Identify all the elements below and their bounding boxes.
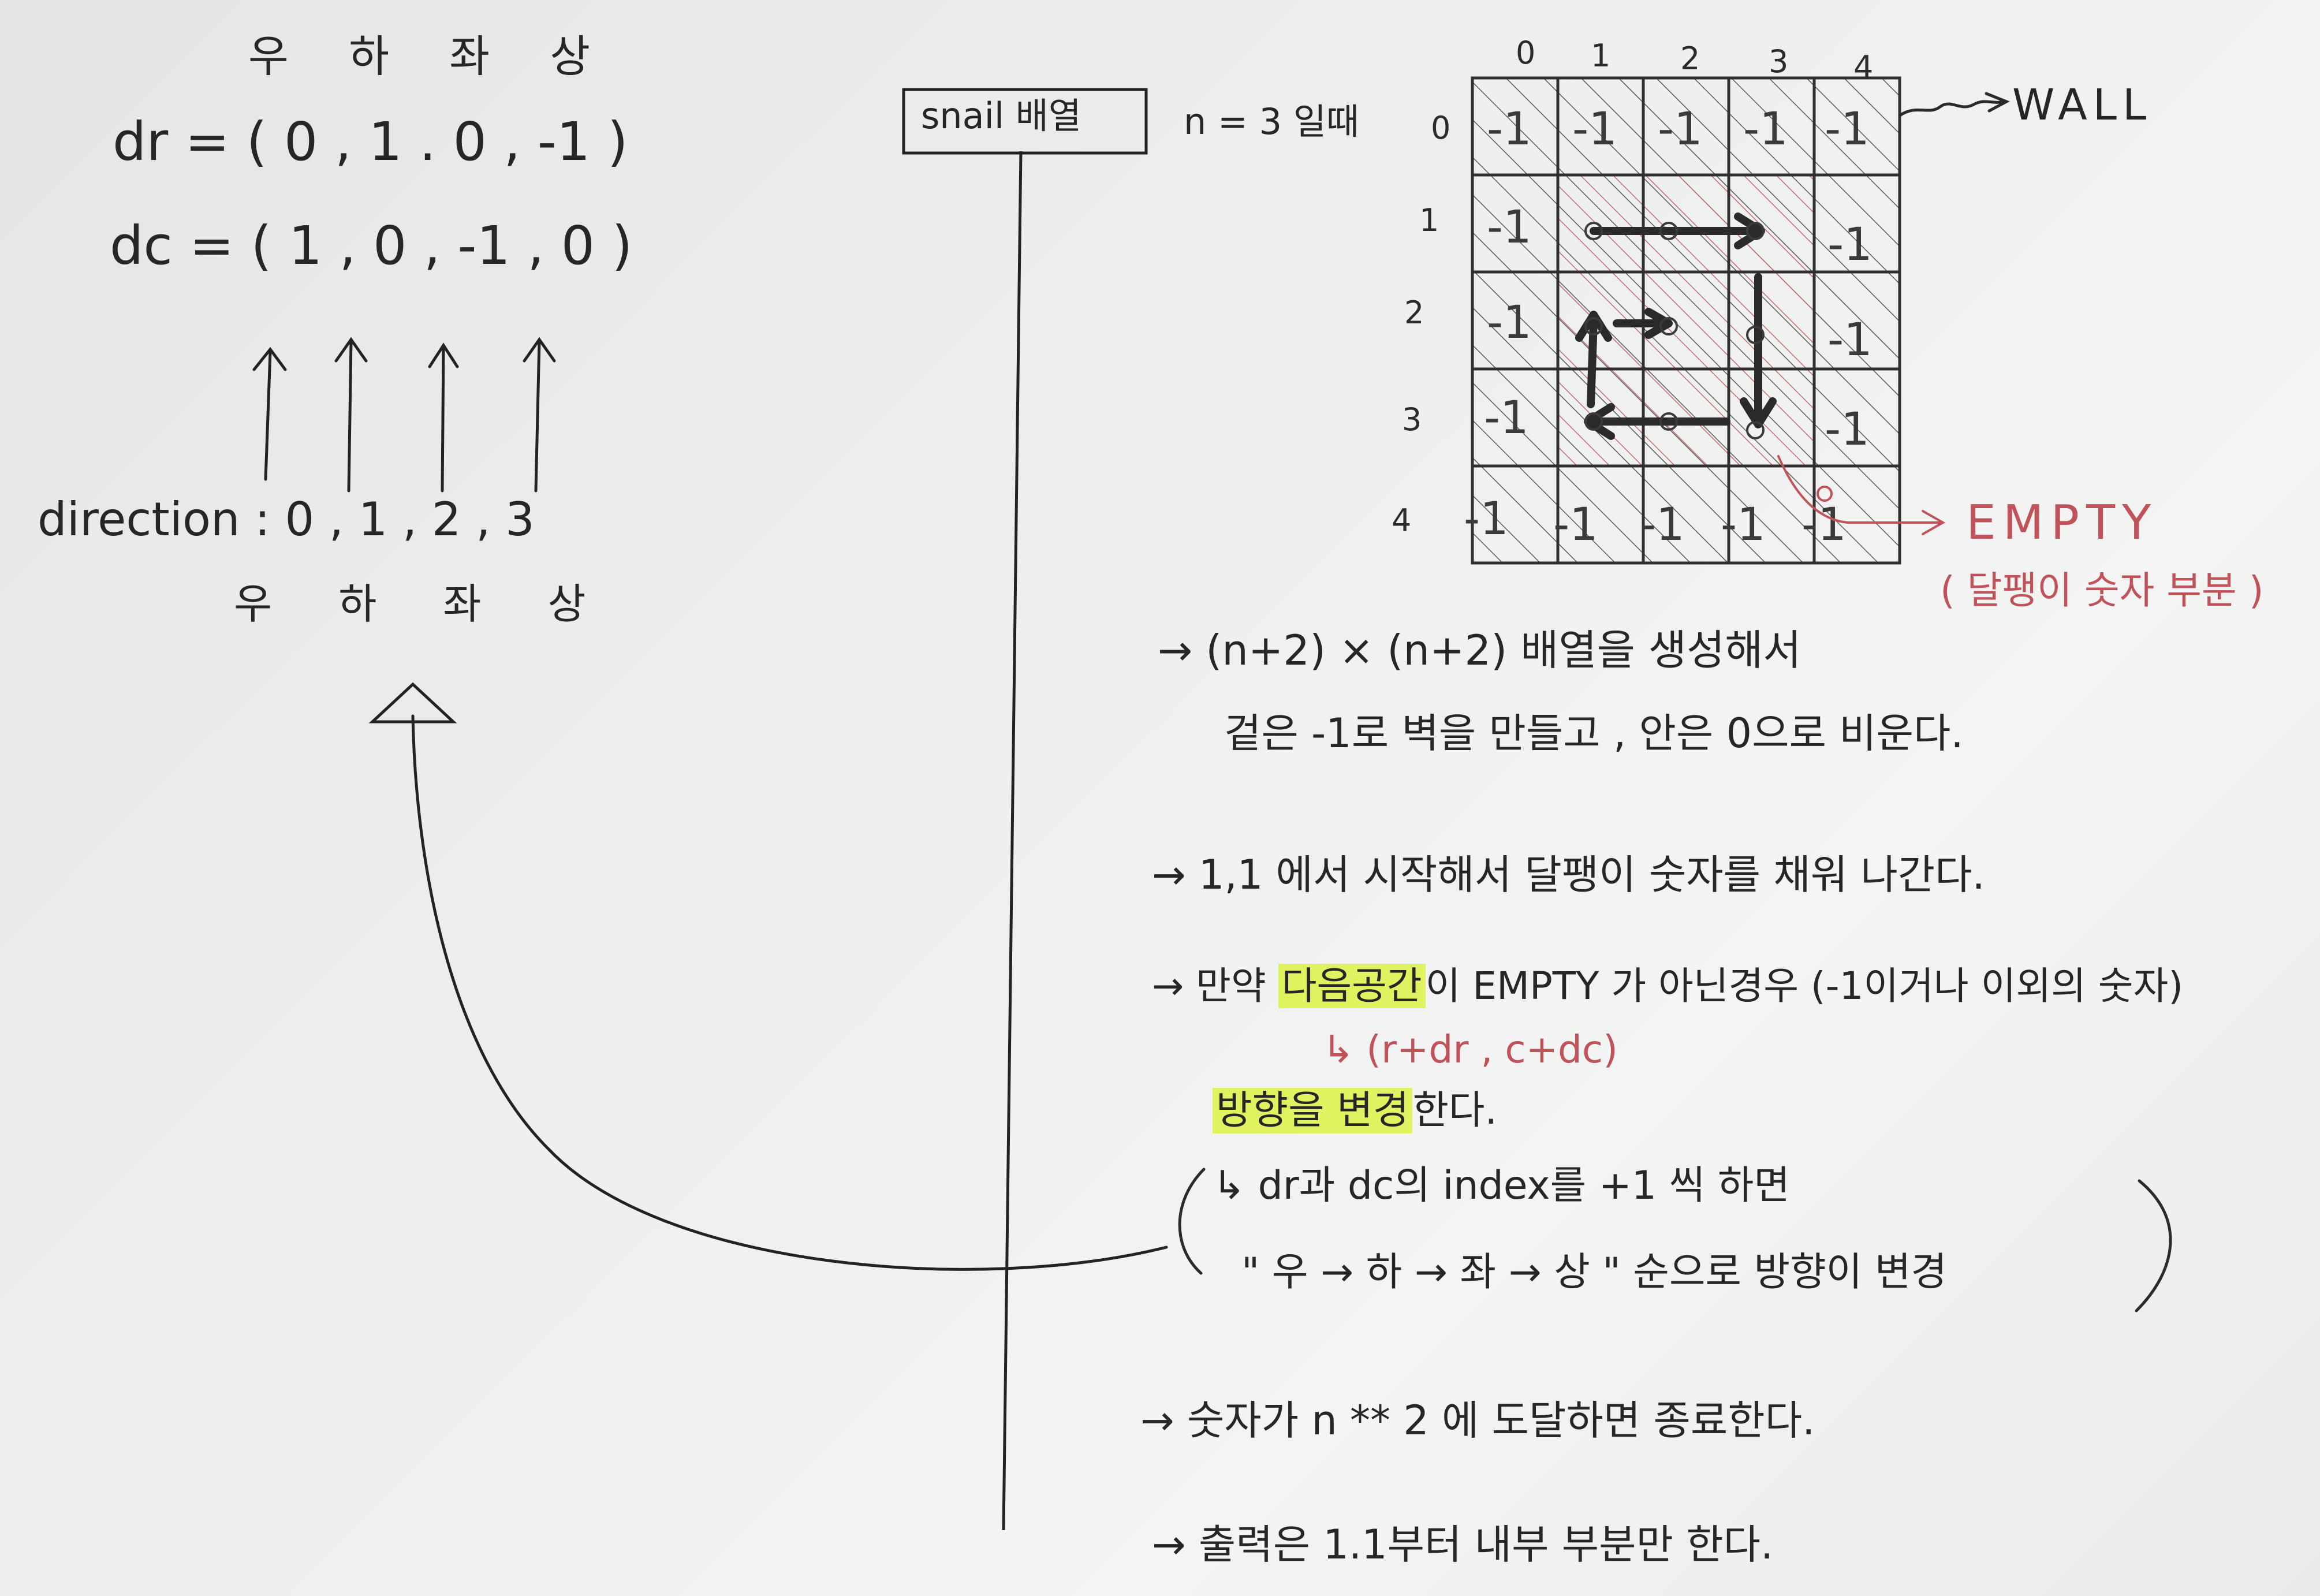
svg-text:2: 2 bbox=[1680, 40, 1700, 77]
note-index-increment: ↳ dr과 dc의 index를 +1 씩 하면 bbox=[1213, 1163, 1790, 1209]
svg-text:1: 1 bbox=[1591, 38, 1610, 74]
svg-text:0: 0 bbox=[1516, 35, 1535, 71]
note-direction-order: " 우 → 하 → 좌 → 상 " 순으로 방향이 변경 bbox=[1241, 1250, 1947, 1295]
svg-text:4: 4 bbox=[1392, 502, 1411, 539]
note-condition-prefix: → 만약 bbox=[1152, 964, 1266, 1008]
note-wall-fill: 겉은 -1로 벽을 만들고 , 안은 0으로 비운다. bbox=[1224, 710, 1964, 757]
svg-text:2: 2 bbox=[1404, 294, 1424, 331]
highlight-change-direction: 방향을 변경 bbox=[1213, 1088, 1413, 1133]
svg-text:-1: -1 bbox=[1721, 499, 1766, 551]
snail-grid: -1 -1 -1 -1 -1 -1 -1 -1 -1 -1 -1 -1 -1 -1 -1 -1 0 1 2… bbox=[1392, 35, 1901, 565]
note-change-direction: 방향을 변경한다. bbox=[1213, 1088, 1498, 1133]
svg-text:-1: -1 bbox=[1827, 219, 1873, 271]
dr-array: dr = ( 0 , 1 . 0 , -1 ) bbox=[113, 111, 628, 173]
direction-list: direction : 0 , 1 , 2 , 3 bbox=[38, 493, 535, 546]
svg-text:-1: -1 bbox=[1743, 103, 1788, 155]
note-condition: → 만약 다음공간이 EMPTY 가 아닌경우 (-1이거나 이외의 숫자) bbox=[1152, 964, 2183, 1008]
svg-text:-1: -1 bbox=[1553, 499, 1598, 551]
svg-text:-1: -1 bbox=[1572, 103, 1617, 155]
note-start: → 1,1 에서 시작해서 달팽이 숫자를 채워 나간다. bbox=[1152, 851, 1985, 898]
svg-text:-1: -1 bbox=[1487, 202, 1532, 253]
svg-text:-1: -1 bbox=[1825, 103, 1870, 155]
svg-text:1: 1 bbox=[1419, 202, 1439, 238]
curved-arrow bbox=[368, 682, 1168, 1271]
svg-text:-1: -1 bbox=[1464, 493, 1509, 545]
direction-arrows bbox=[252, 337, 556, 493]
svg-text:4: 4 bbox=[1853, 49, 1873, 85]
divider bbox=[902, 88, 1148, 1531]
note-next-coords: ↳ (r+dr , c+dc) bbox=[1322, 1027, 1618, 1072]
dc-array: dc = ( 1 , 0 , -1 , 0 ) bbox=[110, 215, 633, 277]
empty-label: EMPTY bbox=[1966, 495, 2158, 550]
note-brackets bbox=[1178, 1168, 2172, 1312]
note-termination: → 숫자가 n ** 2 에 도달하면 종료한다. bbox=[1140, 1397, 1815, 1444]
empty-note: ( 달팽이 숫자 부분 ) bbox=[1940, 568, 2264, 613]
svg-text:-1: -1 bbox=[1825, 404, 1870, 456]
svg-text:-1: -1 bbox=[1827, 314, 1873, 366]
top-direction-labels: 우 하 좌 상 bbox=[248, 31, 614, 82]
bottom-direction-labels: 우 하 좌 상 bbox=[234, 580, 613, 628]
highlight-next-space: 다음공간 bbox=[1278, 964, 1426, 1008]
svg-text:-1: -1 bbox=[1484, 392, 1529, 444]
wall-pointer bbox=[1898, 92, 2010, 117]
svg-text:-1: -1 bbox=[1487, 103, 1532, 155]
wall-label: WALL bbox=[2012, 80, 2153, 130]
empty-pointer bbox=[1777, 455, 1946, 535]
svg-text:-1: -1 bbox=[1801, 499, 1847, 551]
note-array-create: → (n+2) × (n+2) 배열을 생성해서 bbox=[1158, 626, 1801, 674]
note-condition-rest: 이 EMPTY 가 아닌경우 (-1이거나 이외의 숫자) bbox=[1425, 964, 2183, 1008]
note-change-direction-rest: 한다. bbox=[1412, 1088, 1498, 1133]
svg-text:-1: -1 bbox=[1640, 499, 1685, 551]
svg-text:3: 3 bbox=[1402, 401, 1422, 438]
diagram-caption: n = 3 일때 bbox=[1184, 100, 1359, 143]
svg-text:0: 0 bbox=[1431, 110, 1450, 146]
snail-title: snail 배열 bbox=[921, 95, 1081, 137]
svg-text:-1: -1 bbox=[1658, 103, 1703, 155]
note-output: → 출력은 1.1부터 내부 부분만 한다. bbox=[1152, 1521, 1774, 1568]
svg-text:3: 3 bbox=[1769, 43, 1788, 80]
svg-text:-1: -1 bbox=[1487, 297, 1532, 349]
